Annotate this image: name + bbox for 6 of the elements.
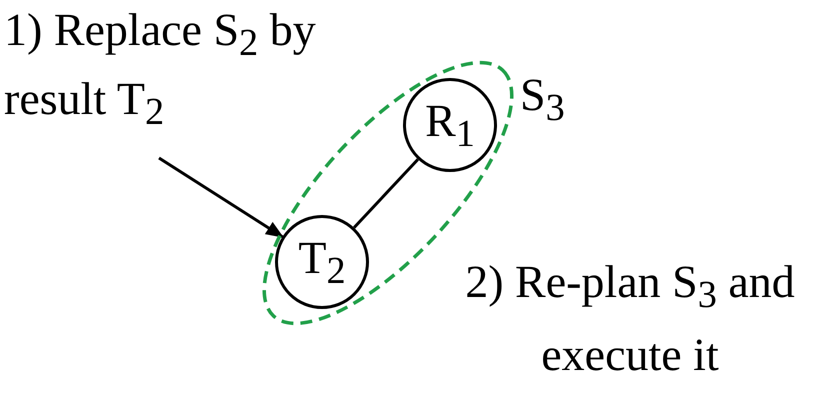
- node-circle: T$_{2}$: [275, 215, 369, 309]
- node-circle: R$_{1}$: [403, 78, 497, 172]
- note-text: 2) Re-plan S$_{3}$ and execute it: [464, 255, 796, 382]
- group-label: S$_{3}$: [520, 70, 565, 132]
- arrow: [158, 156, 284, 238]
- connector-line: [353, 158, 419, 229]
